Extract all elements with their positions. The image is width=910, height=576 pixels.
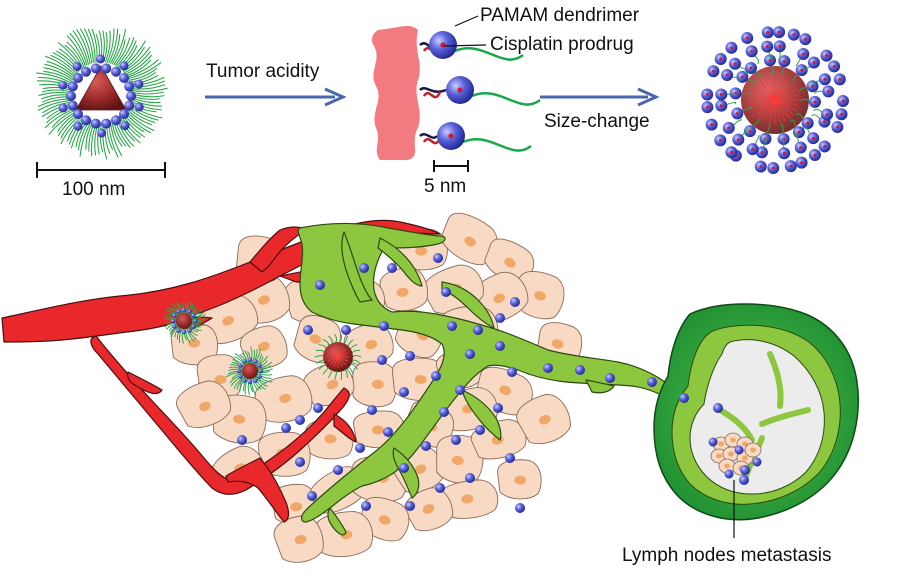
tumor-cells bbox=[170, 212, 583, 563]
metastasis-cluster bbox=[708, 432, 762, 479]
dendrimer-detail bbox=[419, 15, 541, 152]
vessel-nanoparticles bbox=[162, 301, 362, 396]
arrow-tumor-acidity bbox=[205, 87, 347, 107]
blood-vessels bbox=[1, 219, 441, 523]
lymphatic-vessels bbox=[297, 222, 701, 536]
cell-membrane bbox=[371, 25, 420, 161]
label-tumor-acidity: Tumor acidity bbox=[206, 61, 320, 82]
label-100nm: 100 nm bbox=[62, 179, 126, 200]
lymph-node bbox=[653, 303, 859, 538]
arrow-size-change bbox=[540, 87, 660, 107]
nanoparticle-after-size-change bbox=[701, 26, 849, 174]
label-lymph-nodes-metastasis: Lymph nodes metastasis bbox=[622, 545, 832, 566]
free-dendrimers bbox=[237, 253, 750, 513]
label-5nm: 5 nm bbox=[424, 176, 467, 197]
nanoparticle-100nm bbox=[36, 28, 168, 160]
label-pamam-dendrimer: PAMAM dendrimer bbox=[480, 5, 640, 26]
label-size-change: Size-change bbox=[544, 111, 650, 132]
label-cisplatin-prodrug: Cisplatin prodrug bbox=[490, 34, 634, 55]
cell-membrane-detail bbox=[371, 25, 420, 161]
